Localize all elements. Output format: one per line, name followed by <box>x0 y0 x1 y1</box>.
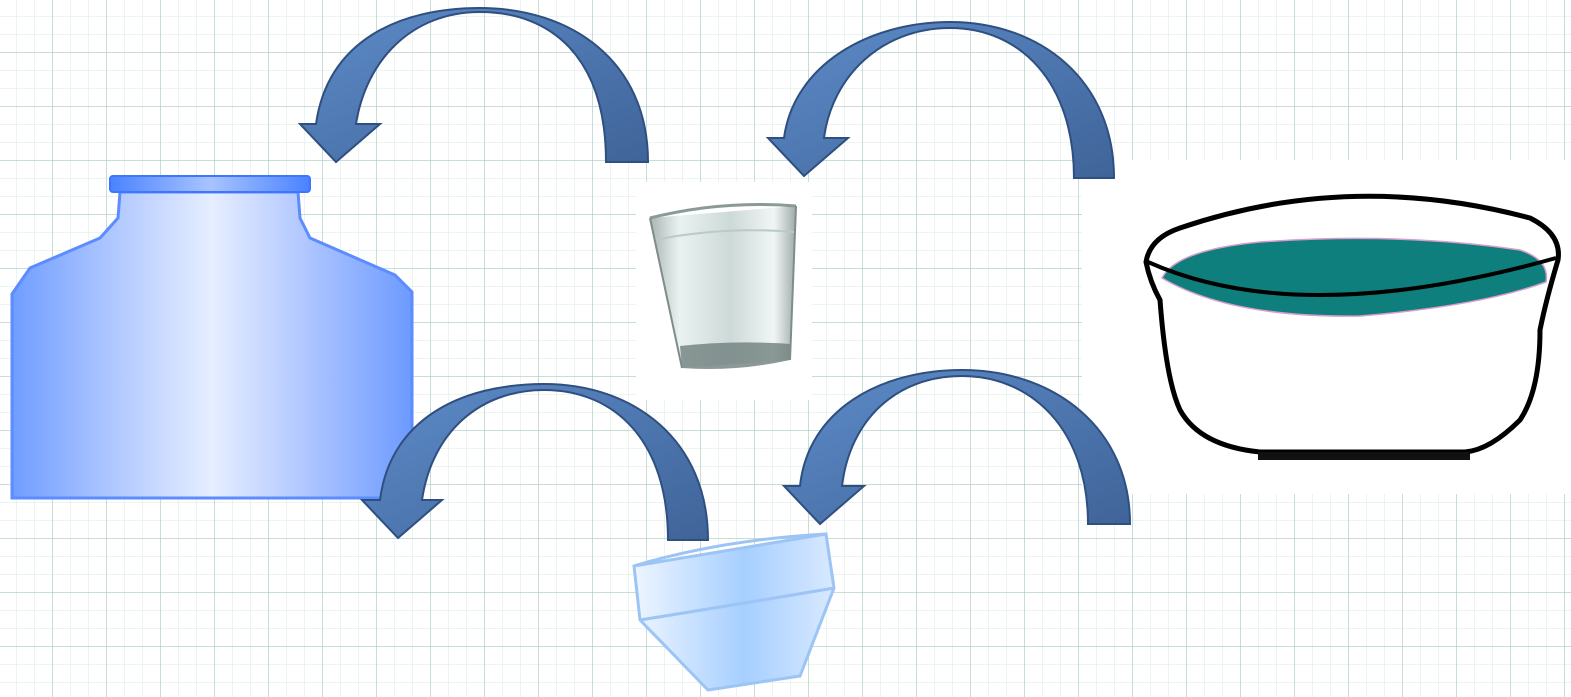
water-tank-icon <box>12 176 412 498</box>
water-glass-icon <box>636 182 812 400</box>
curved-arrow-icon <box>300 8 648 162</box>
curved-arrow-icon <box>768 22 1114 178</box>
curved-arrow-icon <box>362 384 708 540</box>
water-bowl-icon <box>1082 160 1571 494</box>
curved-arrow-icon <box>784 370 1130 524</box>
small-cup-icon <box>634 534 834 690</box>
